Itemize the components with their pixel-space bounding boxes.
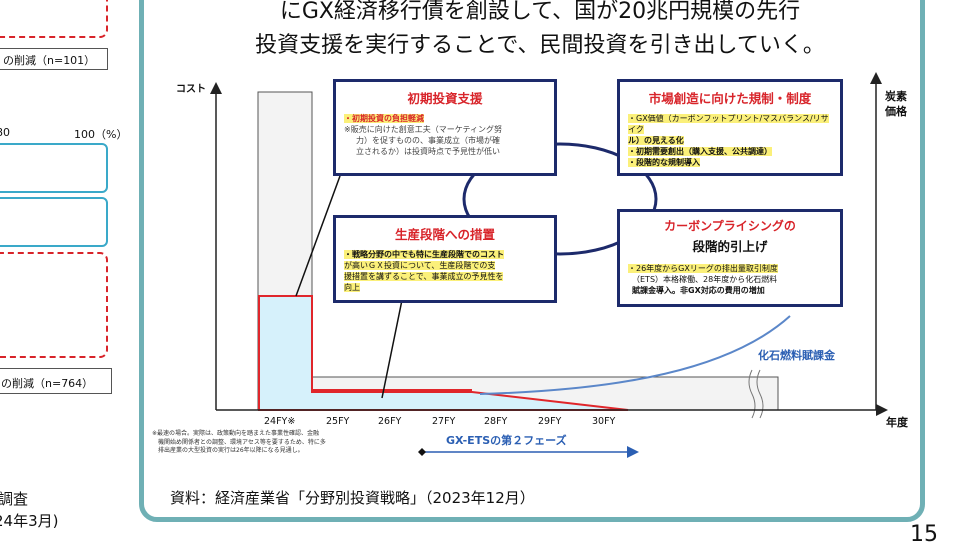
x-tick-25fy: 25FY	[326, 416, 350, 427]
red-dashed-box-top	[0, 0, 108, 38]
x-tick-24fy: 24FY※	[264, 416, 296, 427]
box-initial-title: 初期投資支援	[407, 91, 483, 106]
x-axis-label: 年度	[886, 416, 908, 429]
box-production-line3: 援措置を講ずることで、事業成立の予見性を	[344, 272, 504, 281]
box-market-line3: ・初期需要創出（購入支援、公共調達）	[628, 147, 772, 156]
box-market-creation: 市場創造に向けた規制・制度 ・GX価値（カーボンフットプリント/マスバランス/リ…	[617, 79, 843, 176]
caption-bottom-text: の削減（n=764）	[1, 377, 94, 390]
x-tick-28fy: 28FY	[484, 416, 508, 427]
axis-break-mark	[748, 369, 764, 419]
red-dashed-box-bottom	[0, 252, 108, 358]
fossil-levy-curve	[479, 315, 791, 395]
box-initial-investment: 初期投資支援 ・初期投資の負担軽減 ※販売に向けた創意工夫（マーケティング努 力…	[333, 79, 557, 176]
phase2-diamond	[418, 448, 426, 456]
left-page-fragment: の削減（n=101） 80 100（%） の削減（n=764） 調査 24年3月…	[0, 0, 140, 536]
caption-top-text: の削減（n=101）	[3, 54, 96, 67]
x-tick-27fy: 27FY	[432, 416, 456, 427]
footnote-line-2: 機関始め関係者との調整、環境アセス等を要するため、特に多	[158, 438, 326, 446]
footnote-line-3: 排出産業の大型投資の実行は26年以降になる見通し。	[158, 447, 304, 454]
teal-bar-1	[0, 143, 108, 193]
headline-line-1: にGX経済移行債を創設して、国が20兆円規模の先行	[279, 0, 801, 24]
box-market-title: 市場創造に向けた規制・制度	[648, 91, 812, 106]
x-tick-26fy: 26FY	[378, 416, 402, 427]
box-carbon-title-2: 段階的引上げ	[692, 239, 768, 254]
box-carbon-pricing: カーボンプライシングの 段階的引上げ ・26年度からGXリーグの排出量取引制度 …	[617, 209, 843, 307]
policy-diagram	[210, 72, 888, 458]
box-production-stage: 生産段階への措置 ・戦略分野の中でも特に生産段階でのコスト が高いＧＸ投資につい…	[333, 215, 557, 303]
phase2-label: GX-ETSの第２フェーズ	[446, 434, 567, 447]
source-citation: 資料：経済産業省「分野別投資戦略」（2023年12月）	[170, 489, 535, 507]
box-production-line2: が高いＧＸ投資について、生産段階での支	[344, 261, 496, 270]
box-initial-line3: 力）を促すものの、事業成立（市場が確	[356, 136, 500, 145]
teal-bar-2	[0, 197, 108, 247]
connector-ellipse	[462, 142, 658, 256]
box-initial-line2: ※販売に向けた創意工夫（マーケティング努	[344, 125, 503, 134]
note-line-1: 調査	[0, 490, 29, 508]
note-line-2: 24年3月)	[0, 512, 59, 530]
caption-box-top: の削減（n=101）	[0, 48, 108, 70]
headline-line-2: 投資支援を実行することで、民間投資を引き出していく。	[255, 33, 825, 58]
callout-initial	[295, 175, 341, 297]
box-production-title: 生産段階への措置	[394, 227, 495, 242]
diagram-footnote: ※最速の場合。実際は、政策動向を踏まえた事業性確認、金融 機関始め関係者との調整…	[152, 430, 326, 456]
box-production-line4: 向上	[344, 283, 360, 292]
box-production-line1: ・戦略分野の中でも特に生産段階でのコスト	[344, 250, 504, 259]
initial-support-fill	[259, 296, 312, 410]
box-carbon-title-1: カーボンプライシングの	[664, 219, 796, 233]
axis-tick-100: 100（%）	[74, 128, 128, 141]
box-market-line4: ・段階的な規制導入	[628, 158, 700, 167]
y-axis-label: コスト	[176, 84, 206, 95]
footnote-line-1: ※最速の場合。実際は、政策動向を踏まえた事業性確認、金融	[152, 430, 320, 437]
box-carbon-line2: （ETS）本格稼働、28年度から化石燃料	[632, 275, 778, 284]
right-axis-label-2: 価格	[885, 105, 907, 118]
x-tick-29fy: 29FY	[538, 416, 562, 427]
box-initial-line4: 立されるか）は投資時点で予見性が低い	[356, 147, 500, 156]
caption-box-bottom: の削減（n=764）	[0, 368, 112, 394]
page-number: 15	[910, 522, 938, 547]
right-axis-label-1: 炭素	[885, 90, 907, 103]
box-initial-line1: ・初期投資の負担軽減	[344, 114, 424, 123]
box-market-line1: ・GX価値（カーボンフットプリント/マスバランス/リサイク	[628, 114, 829, 134]
box-carbon-line3: 賦課金導入。非GX対応の費用の増加	[632, 286, 765, 295]
axis-tick-80: 80	[0, 126, 10, 139]
x-tick-30fy: 30FY	[592, 416, 616, 427]
box-carbon-line1: ・26年度からGXリーグの排出量取引制度	[628, 264, 778, 273]
fossil-levy-label: 化石燃料賦課金	[758, 349, 835, 362]
box-market-line2: ル）の見える化	[628, 136, 684, 145]
production-support-fill	[312, 392, 472, 410]
callout-production	[381, 299, 403, 399]
